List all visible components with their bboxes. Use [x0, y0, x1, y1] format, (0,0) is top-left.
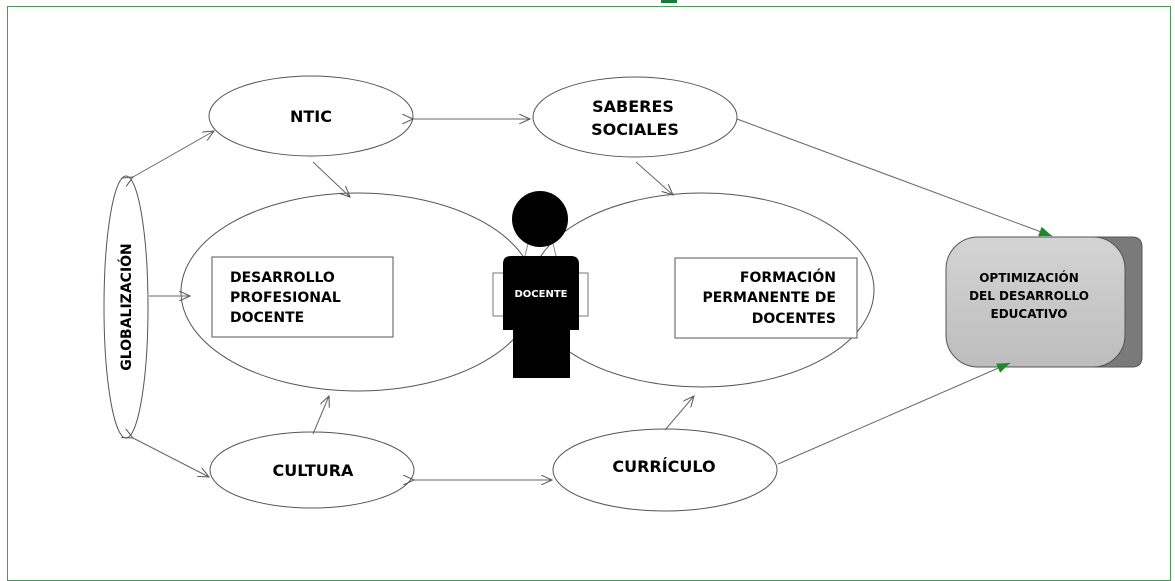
top-accent-mark	[661, 0, 677, 3]
optimizacion-cylinder	[945, 236, 1143, 368]
ntic-label: NTIC	[290, 107, 332, 126]
desarrollo-box	[211, 256, 394, 338]
formacion-label-line1: FORMACIÓN	[740, 268, 836, 286]
saberes-label-line2: SOCIALES	[591, 120, 679, 139]
optimizacion-label-line3: EDUCATIVO	[991, 307, 1068, 321]
desarrollo-label-line3: DOCENTE	[230, 310, 304, 326]
saberes-label-line1: SABERES	[592, 97, 674, 116]
formacion-label-line3: DOCENTES	[752, 311, 836, 327]
cultura-label: CULTURA	[273, 461, 355, 480]
docente-label: DOCENTE	[515, 289, 568, 300]
curriculo-ellipse	[552, 428, 778, 512]
curriculo-label: CURRÍCULO	[612, 457, 715, 476]
docente-figure	[492, 191, 589, 378]
optimizacion-label-line2: DEL DESARROLLO	[969, 289, 1089, 303]
globalizacion-label: GLOBALIZACIÓN	[117, 243, 135, 371]
connector-arrows	[133, 119, 694, 480]
desarrollo-label-line1: DESARROLLO	[230, 270, 335, 286]
saberes-ellipse	[532, 76, 738, 158]
desarrollo-label-line2: PROFESIONAL	[230, 290, 341, 306]
outcome-arrows	[736, 118, 1053, 465]
concept-diagram: NTIC SABERES SOCIALES CULTURA CURRÍCULO …	[103, 75, 1143, 512]
formacion-box	[674, 257, 858, 339]
formacion-label-line2: PERMANENTE DE	[702, 290, 836, 306]
optimizacion-label-line1: OPTIMIZACIÓN	[979, 270, 1079, 285]
